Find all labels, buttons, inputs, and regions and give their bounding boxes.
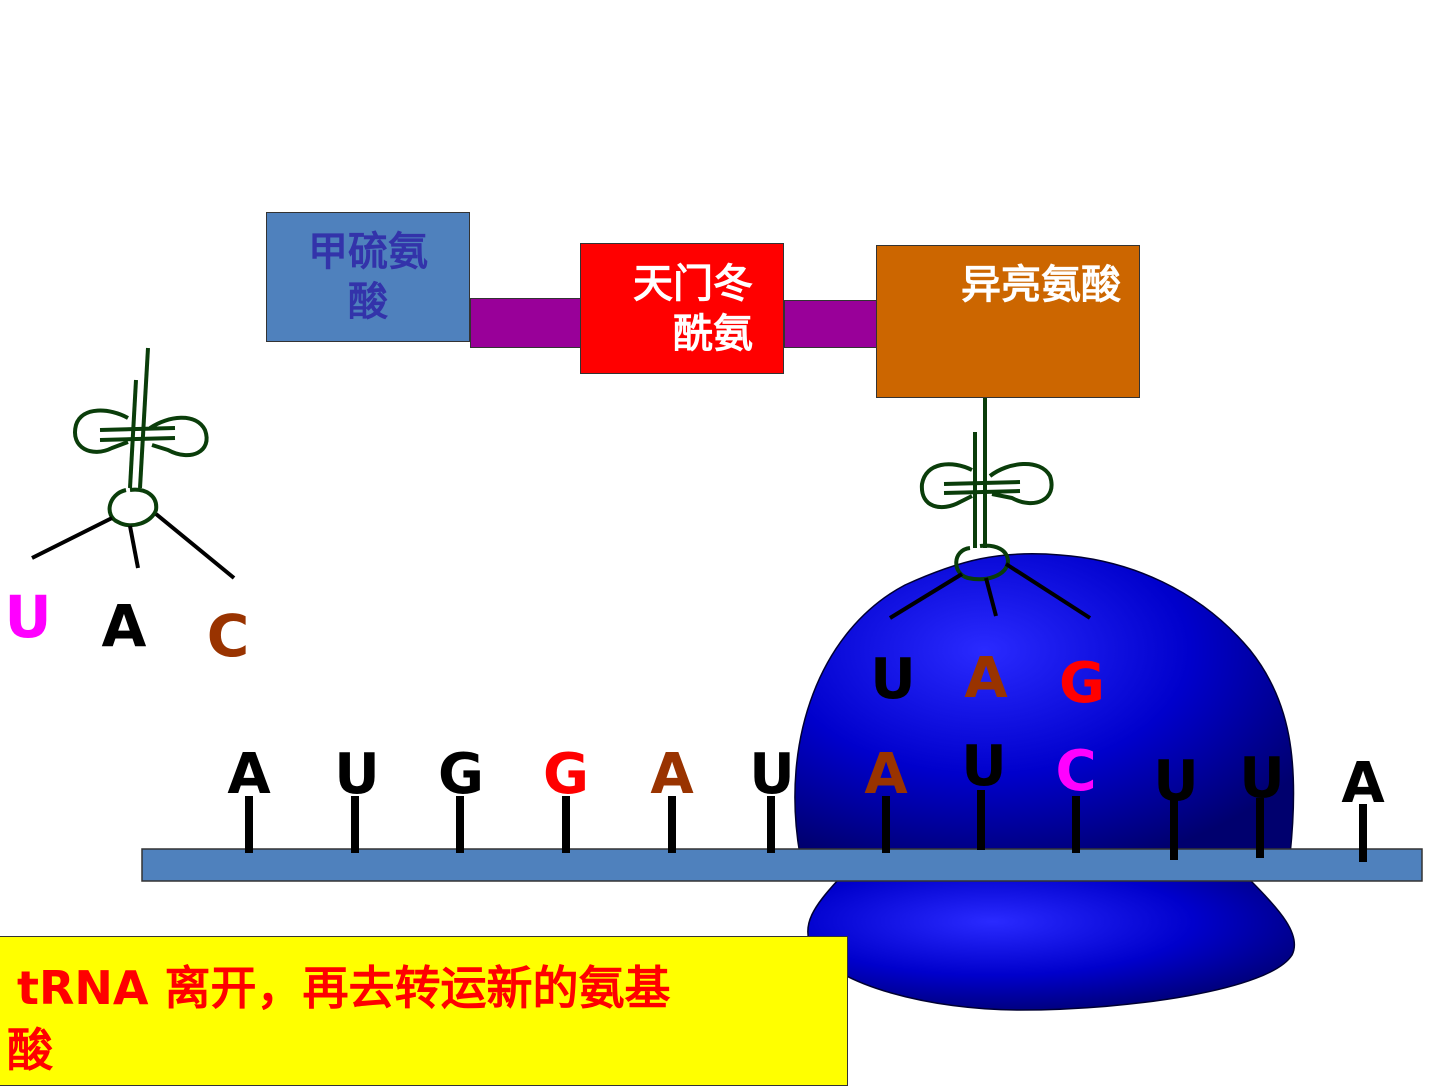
free-trna-right-loop <box>148 415 209 458</box>
free-anticodon-base-3: C <box>207 602 250 670</box>
amino-acid-label: 异亮氨酸 <box>961 262 1121 308</box>
mrna-base-12: A <box>1341 751 1385 816</box>
mrna-base-9: C <box>1055 739 1096 804</box>
mrna-base-6: U <box>749 742 794 807</box>
bound-trna-anticodon-loop <box>954 543 1010 582</box>
peptide-bond-2 <box>784 300 878 348</box>
bound-trna-right-loop <box>988 461 1054 505</box>
bound-trna-anticodon: U A G <box>870 646 1105 716</box>
mrna-strand <box>141 848 1423 882</box>
amino-acid-label: 天门冬酰氨 <box>633 260 753 357</box>
mrna-bases: A U G G A U A U C U U A <box>227 734 1385 816</box>
free-trna-anticodon: U A C <box>4 583 249 670</box>
mrna-base-1: A <box>227 742 271 807</box>
bound-anticodon-base-2: A <box>964 646 1008 711</box>
caption-line-1: tRNA 离开，再去转运新的氨基 <box>17 961 671 1015</box>
free-trna-acceptor-stem <box>138 347 150 489</box>
free-trna-anticodon-arms <box>31 512 236 580</box>
free-trna-anticodon-loop <box>107 487 159 528</box>
bound-anticodon-base-1: U <box>870 647 915 712</box>
free-trna <box>73 347 209 528</box>
amino-acid-asparagine: 天门冬酰氨 <box>580 243 784 374</box>
amino-acid-label: 甲硫氨酸 <box>308 229 428 325</box>
ribosome-large-subunit <box>794 553 1295 856</box>
peptide-bond-1 <box>470 298 582 348</box>
amino-acid-isoleucine: 异亮氨酸 <box>876 245 1140 398</box>
mrna-base-10: U <box>1153 749 1198 814</box>
bound-trna <box>919 398 1054 582</box>
mrna-base-4: G <box>543 742 589 807</box>
amino-acid-methionine: 甲硫氨酸 <box>266 212 470 342</box>
free-anticodon-base-1: U <box>4 583 51 651</box>
mrna-base-7: A <box>864 742 908 807</box>
bound-trna-left-loop <box>919 462 973 510</box>
caption-banner: tRNA 离开，再去转运新的氨基 酸 <box>0 936 848 1086</box>
bound-trna-anticodon-arms <box>888 562 1092 620</box>
mrna-base-2: U <box>334 742 379 807</box>
free-trna-left-loop <box>73 408 129 454</box>
caption-line-2: 酸 <box>7 1023 53 1077</box>
bound-anticodon-base-3: G <box>1059 651 1105 716</box>
mrna-base-stems <box>245 790 1367 862</box>
free-anticodon-base-2: A <box>102 592 147 660</box>
ribosome-small-subunit <box>807 879 1296 1011</box>
mrna-base-8: U <box>961 734 1006 799</box>
mrna-base-5: A <box>650 742 694 807</box>
mrna-base-11: U <box>1239 746 1284 811</box>
mrna-base-3: G <box>438 742 484 807</box>
